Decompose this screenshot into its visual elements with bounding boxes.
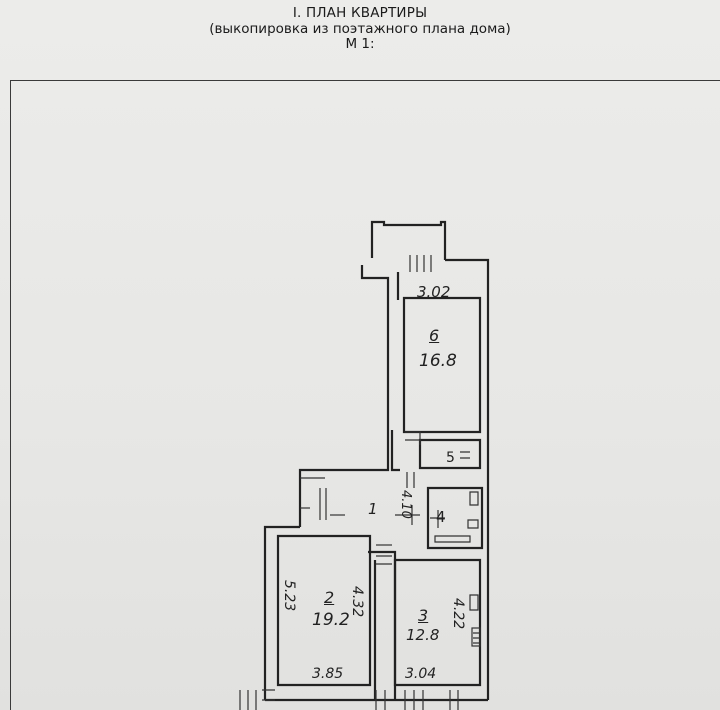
doorway-ticks-2	[406, 472, 415, 488]
room2-width: 3.85	[312, 666, 344, 682]
room2-outer-wall	[263, 525, 300, 700]
room2-area: 19.2	[312, 610, 350, 630]
plan-scale: М 1:	[345, 36, 375, 53]
room2-length-left: 5.23	[281, 580, 297, 612]
room3-width: 3.04	[405, 666, 437, 682]
room2-length-right: 4.32	[349, 586, 365, 618]
room5-walls	[418, 438, 482, 470]
room1-length: 4.10	[398, 490, 413, 519]
room3-length: 4.22	[450, 598, 466, 630]
plan-frame	[10, 80, 720, 710]
doorway-ticks-1	[319, 488, 327, 520]
room4-number: 4	[436, 508, 446, 526]
balcony-outline	[370, 220, 447, 260]
room6-number: 6	[429, 326, 440, 345]
stove-icon	[471, 627, 481, 647]
balcony-door-ticks	[409, 255, 432, 272]
plan-header: I. ПЛАН КВАРТИРЫ (выкопировка из поэтажн…	[0, 5, 720, 53]
room6-wall-right	[445, 258, 490, 430]
room6-area: 16.8	[419, 351, 457, 371]
room1-number: 1	[368, 500, 378, 518]
corridor-wall-left	[298, 265, 390, 527]
room4-walls	[426, 486, 484, 550]
plan-subtitle: (выкопировка из поэтажного плана дома)	[209, 20, 511, 37]
room5-number: 5	[446, 450, 455, 466]
room3-number: 3	[418, 606, 429, 625]
room6-walls	[402, 296, 482, 434]
room6-width: 3.02	[417, 283, 451, 301]
room2-walls	[276, 534, 372, 687]
plan-title: I. ПЛАН КВАРТИРЫ	[292, 5, 428, 21]
bathtub-icon	[434, 535, 471, 543]
room2-number: 2	[324, 588, 335, 607]
room3-area: 12.8	[406, 626, 440, 644]
